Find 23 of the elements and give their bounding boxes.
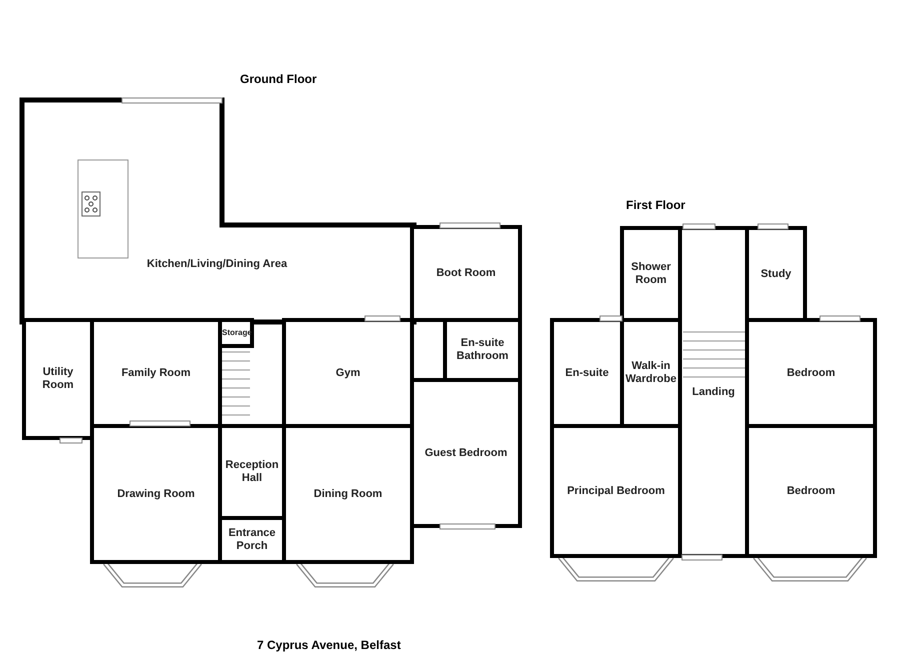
- room-label: Reception Hall: [224, 459, 280, 485]
- room-label: Entrance Porch: [227, 527, 277, 553]
- room-label: Family Room: [121, 366, 191, 380]
- room-label: Landing: [692, 386, 735, 398]
- room-label: Walk-in Wardrobe: [624, 360, 678, 386]
- room-label: Dining Room: [314, 488, 382, 500]
- room-label: Drawing Room: [117, 488, 195, 500]
- caption: 7 Cyprus Avenue, Belfast: [257, 638, 401, 652]
- room-label: Gym: [336, 366, 360, 380]
- room-label: Bedroom: [786, 484, 836, 498]
- room: [410, 225, 522, 322]
- room-label: Guest Bedroom: [424, 446, 508, 460]
- room-label: Kitchen/Living/Dining Area: [146, 258, 288, 271]
- room-label: En-suite Bathroom: [456, 337, 510, 363]
- room-label: Utility Room: [41, 366, 75, 392]
- room-label: En-suite: [565, 366, 609, 380]
- floor-heading: Ground Floor: [240, 72, 317, 86]
- room-label: Study: [760, 268, 792, 280]
- room-label: Principal Bedroom: [567, 484, 665, 498]
- room-label: Boot Room: [436, 267, 496, 280]
- room-label: Shower Room: [630, 261, 672, 287]
- room-label: Bedroom: [786, 366, 836, 380]
- floor-heading: First Floor: [626, 198, 686, 212]
